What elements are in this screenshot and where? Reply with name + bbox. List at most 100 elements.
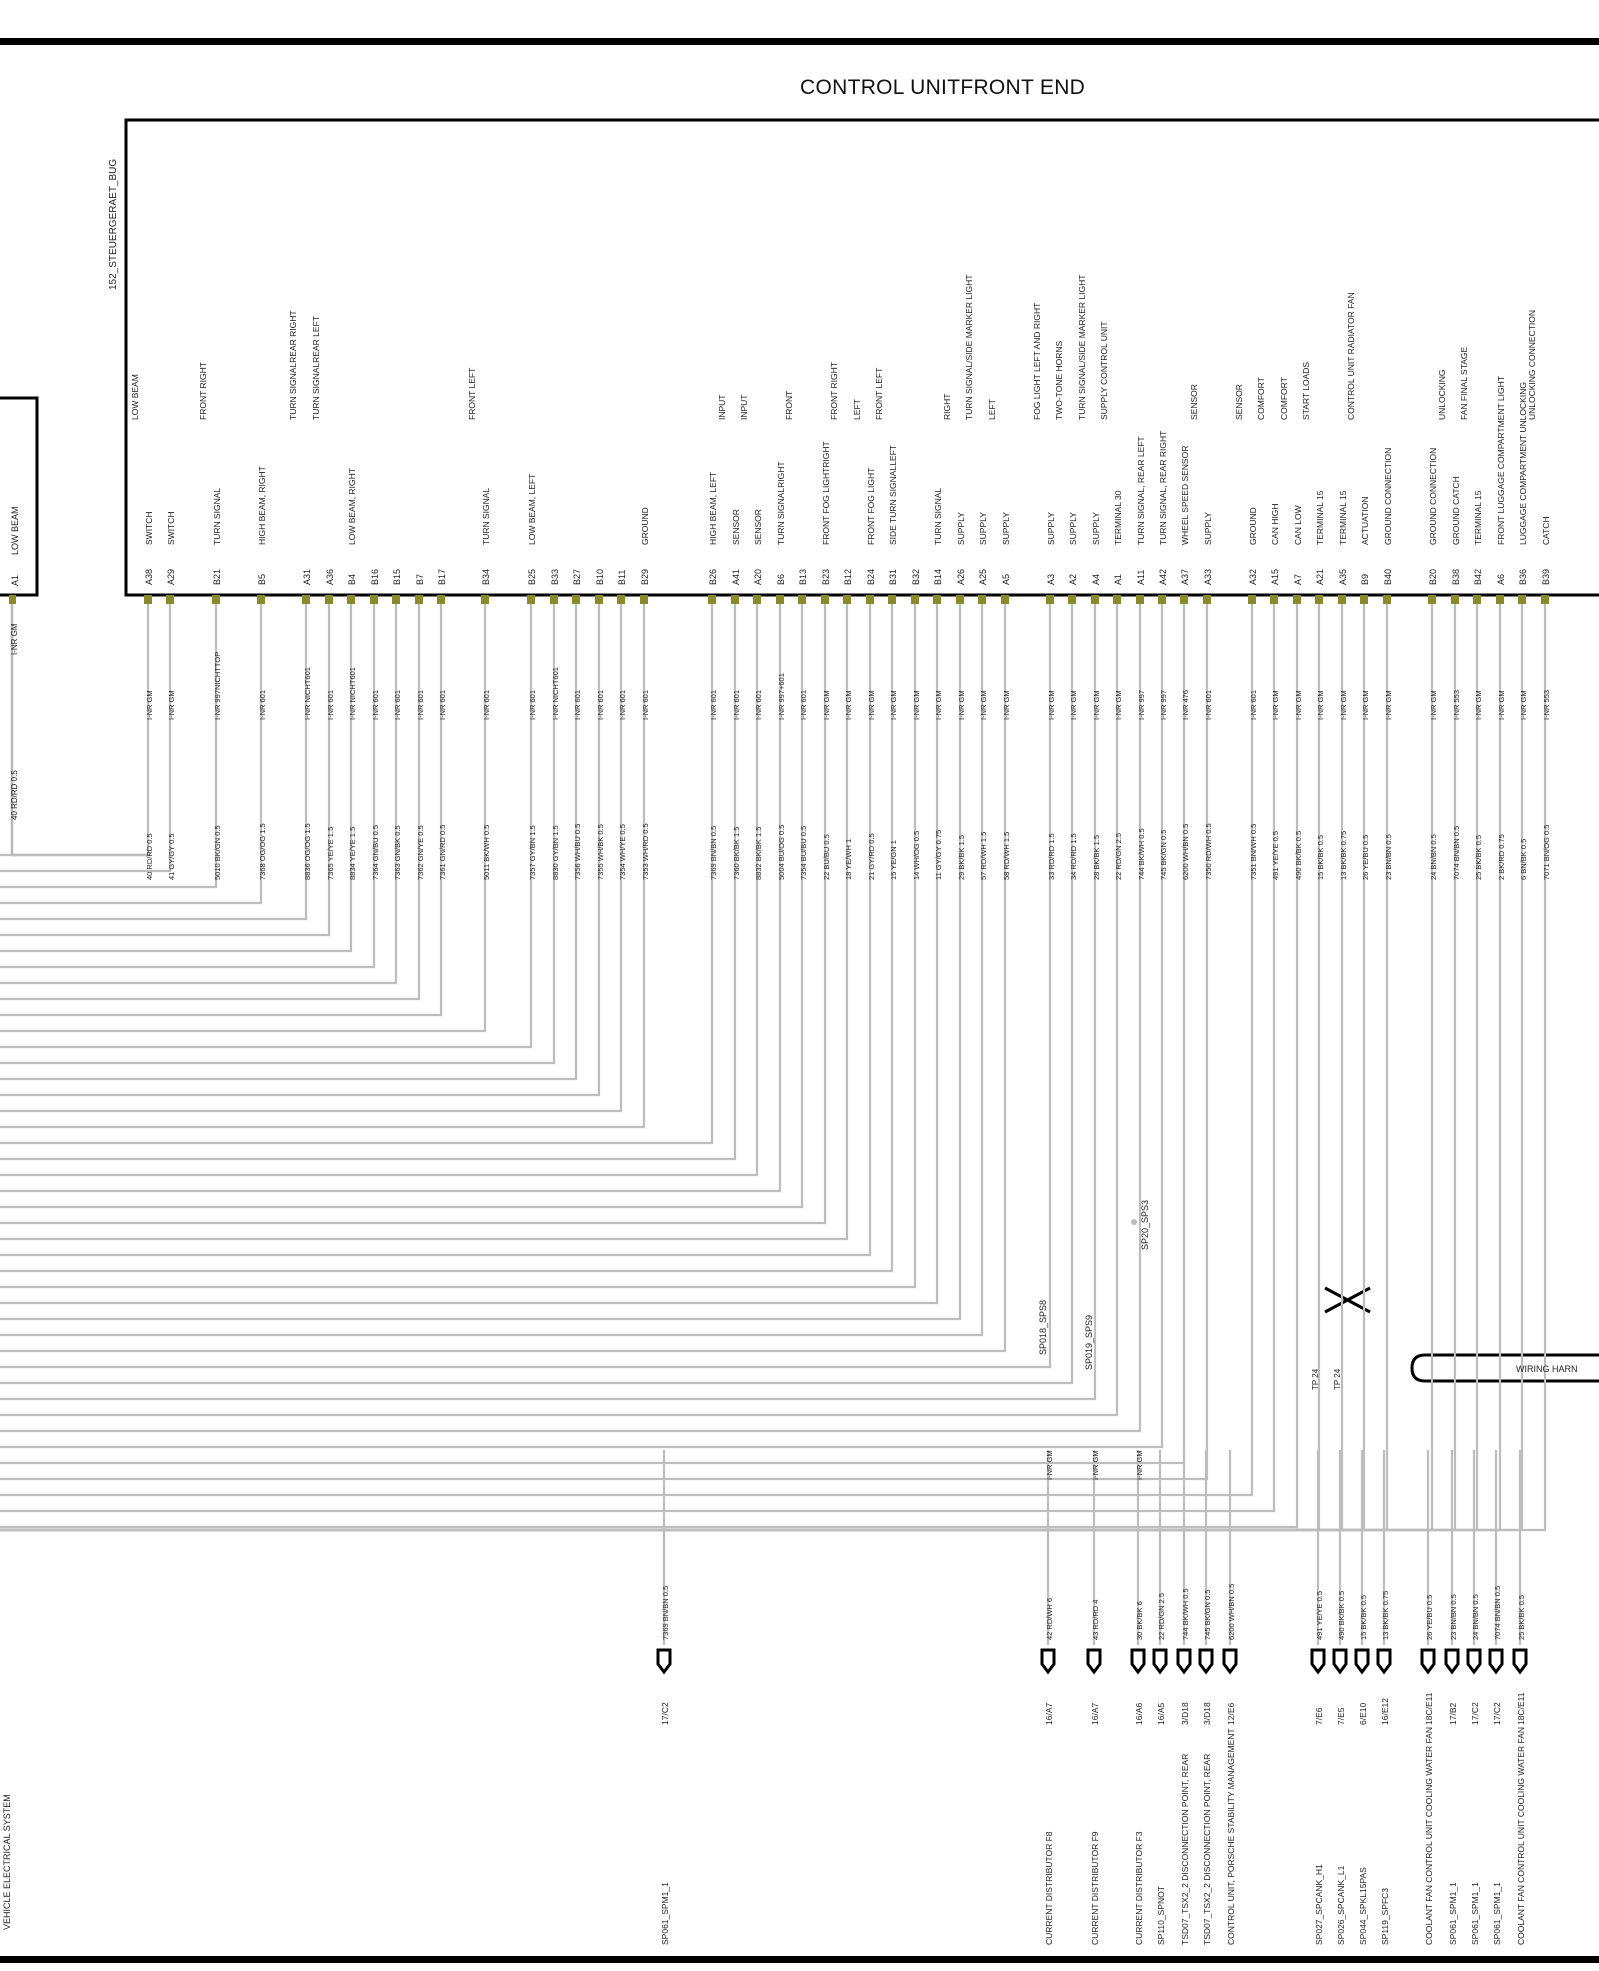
connector-location: 6/E10	[1358, 1703, 1368, 1725]
pin-label: A5	[1001, 574, 1011, 585]
wire-code: I-NR 601	[596, 690, 605, 720]
wire	[0, 604, 737, 1161]
wire	[0, 604, 714, 1145]
pin-label: A2	[1068, 574, 1078, 585]
wire-spec: 41 GY/GY 0.5	[167, 833, 176, 880]
connector-location: 7/E5	[1336, 1707, 1346, 1725]
wire-code: I-NR GM	[979, 690, 988, 720]
pin-label: A41	[731, 569, 741, 585]
pin-label: B16	[370, 569, 380, 585]
connector-destination: CONTROL UNIT, PORSCHE STABILITY MANAGEME…	[1226, 1728, 1236, 1945]
left-box-terminal	[9, 595, 16, 604]
wire-spec: 7354 BU/BU 0.5	[799, 826, 808, 880]
pin-terminal	[1315, 595, 1323, 604]
wire	[0, 604, 533, 1049]
pin-function-2: TWO-TONE HORNS	[1054, 340, 1064, 420]
connector-destination: CURRENT DISTRIBUTOR F3	[1134, 1831, 1144, 1945]
pin-function: GROUND CATCH	[1451, 476, 1461, 545]
connector-symbol-icon	[1130, 1648, 1146, 1675]
pin-terminal	[888, 595, 896, 604]
wire-spec: 7355 WH/BK 0.5	[596, 824, 605, 880]
pin-function: TURN SIGNAL	[212, 488, 222, 545]
pin-label: B21	[212, 569, 222, 585]
pin-terminal	[144, 595, 152, 604]
pin-function-2: LEFT	[987, 399, 997, 420]
connector-destination: SP044_SPKL15PAS	[1358, 1867, 1368, 1945]
wire	[0, 604, 353, 953]
pin-label: B12	[843, 569, 853, 585]
pin-label: A4	[1091, 574, 1101, 585]
wire-code: I-NR GM	[1002, 690, 1011, 720]
wire	[0, 604, 1457, 1532]
pin-function-2: UNLOCKING	[1437, 369, 1447, 420]
pin-function: TERMINAL 15	[1473, 490, 1483, 545]
wire-spec: 7074 BN/BN 0.5	[1452, 826, 1461, 880]
connector-destination: SP026_SPCANK_L1	[1336, 1865, 1346, 1945]
wire-code: I-NR 601	[618, 690, 627, 720]
connector-destination: SP027_SPCANK_H1	[1314, 1864, 1324, 1945]
bottom-left-text: VEHICLE ELECTRICAL SYSTEM	[2, 1794, 12, 1930]
wire-code: I-NR GM	[1497, 690, 1506, 720]
pin-terminal	[392, 595, 400, 604]
pin-function-2: RIGHT	[942, 394, 952, 420]
pin-function: TERMINAL 30	[1113, 490, 1123, 545]
wire	[0, 604, 150, 857]
connector-wire-label: 23 BN/BN 0.5	[1449, 1594, 1458, 1640]
wire-code: I-NR 601	[732, 690, 741, 720]
wire-spec: 7369 BN/BN 0.5	[709, 826, 718, 880]
wire-code: I-NR NICHT601	[551, 667, 560, 720]
pin-function-2: INPUT	[739, 395, 749, 421]
pin-terminal	[866, 595, 874, 604]
pin-label: A3	[1046, 574, 1056, 585]
wire-spec: 33 RD/RD 1.5	[1047, 833, 1056, 880]
connector-destination: SP061_SPM1_1	[1448, 1882, 1458, 1945]
pin-function: SUPPLY	[1091, 512, 1101, 545]
connector-location: 16/A7	[1090, 1703, 1100, 1725]
wire-code: I-NR GM	[145, 690, 154, 720]
pin-function: SUPPLY	[1068, 512, 1078, 545]
connector-location: 17/C2	[1470, 1702, 1480, 1725]
wire	[0, 604, 218, 889]
wire-code: I-NR GM	[1294, 690, 1303, 720]
wire-code: I-NR 601	[754, 690, 763, 720]
pin-function-2: LOW BEAM	[130, 374, 140, 420]
pin-terminal	[956, 595, 964, 604]
connector-code: I-NR GM	[1045, 1450, 1054, 1480]
connector-wire-label: 744 BK/WH 0.5	[1181, 1588, 1190, 1640]
pin-function: WHEEL SPEED SENSOR	[1180, 446, 1190, 545]
pin-label: B7	[415, 574, 425, 585]
wire-code: I-NR GM	[867, 690, 876, 720]
pin-terminal	[166, 595, 174, 604]
pin-function-2: FRONT LEFT	[874, 368, 884, 420]
pin-function-2: FRONT LEFT	[467, 368, 477, 420]
wire-spec: 14 WH/OG 0.5	[912, 831, 921, 880]
pin-function-2: SUPPLY CONTROL UNIT	[1099, 321, 1109, 420]
pin-function-2: SENSOR	[1234, 384, 1244, 420]
pin-label: A35	[1338, 569, 1348, 585]
pin-terminal	[1001, 595, 1009, 604]
wire-spec: 40 RD/RD 0.5	[145, 833, 154, 880]
left-box	[0, 396, 39, 597]
connector-wire-label: 7074 BN/BN 0.5	[1493, 1586, 1502, 1640]
wire	[0, 604, 556, 1065]
pin-terminal	[325, 595, 333, 604]
wire	[0, 604, 1366, 1532]
pin-label: A29	[166, 569, 176, 585]
pin-terminal	[911, 595, 919, 604]
pin-function: FRONT FOG LIGHT	[866, 468, 876, 545]
wire-code: I-NR GM	[1047, 690, 1056, 720]
pin-label: B42	[1473, 569, 1483, 585]
wire	[0, 604, 443, 1017]
wire	[0, 604, 1479, 1532]
wire-spec: 5011 BK/WH 0.5	[482, 825, 491, 880]
wire-code: I-NR 601	[416, 690, 425, 720]
wire-code: I-NR 553	[1542, 690, 1551, 720]
connector-location: 16/A7	[1044, 1703, 1054, 1725]
wire-spec: 7350 RD/WH 0.5	[1204, 823, 1213, 880]
connector-code: I-NR GM	[1135, 1450, 1144, 1480]
wire-spec: 7361 GN/RD 0.5	[438, 825, 447, 880]
pin-function-2: START LOADS	[1301, 362, 1311, 420]
pin-terminal	[1451, 595, 1459, 604]
connector-destination: SP119_SPFC3	[1380, 1888, 1390, 1945]
wire-spec: 490 BK/BK 0.5	[1294, 831, 1303, 880]
